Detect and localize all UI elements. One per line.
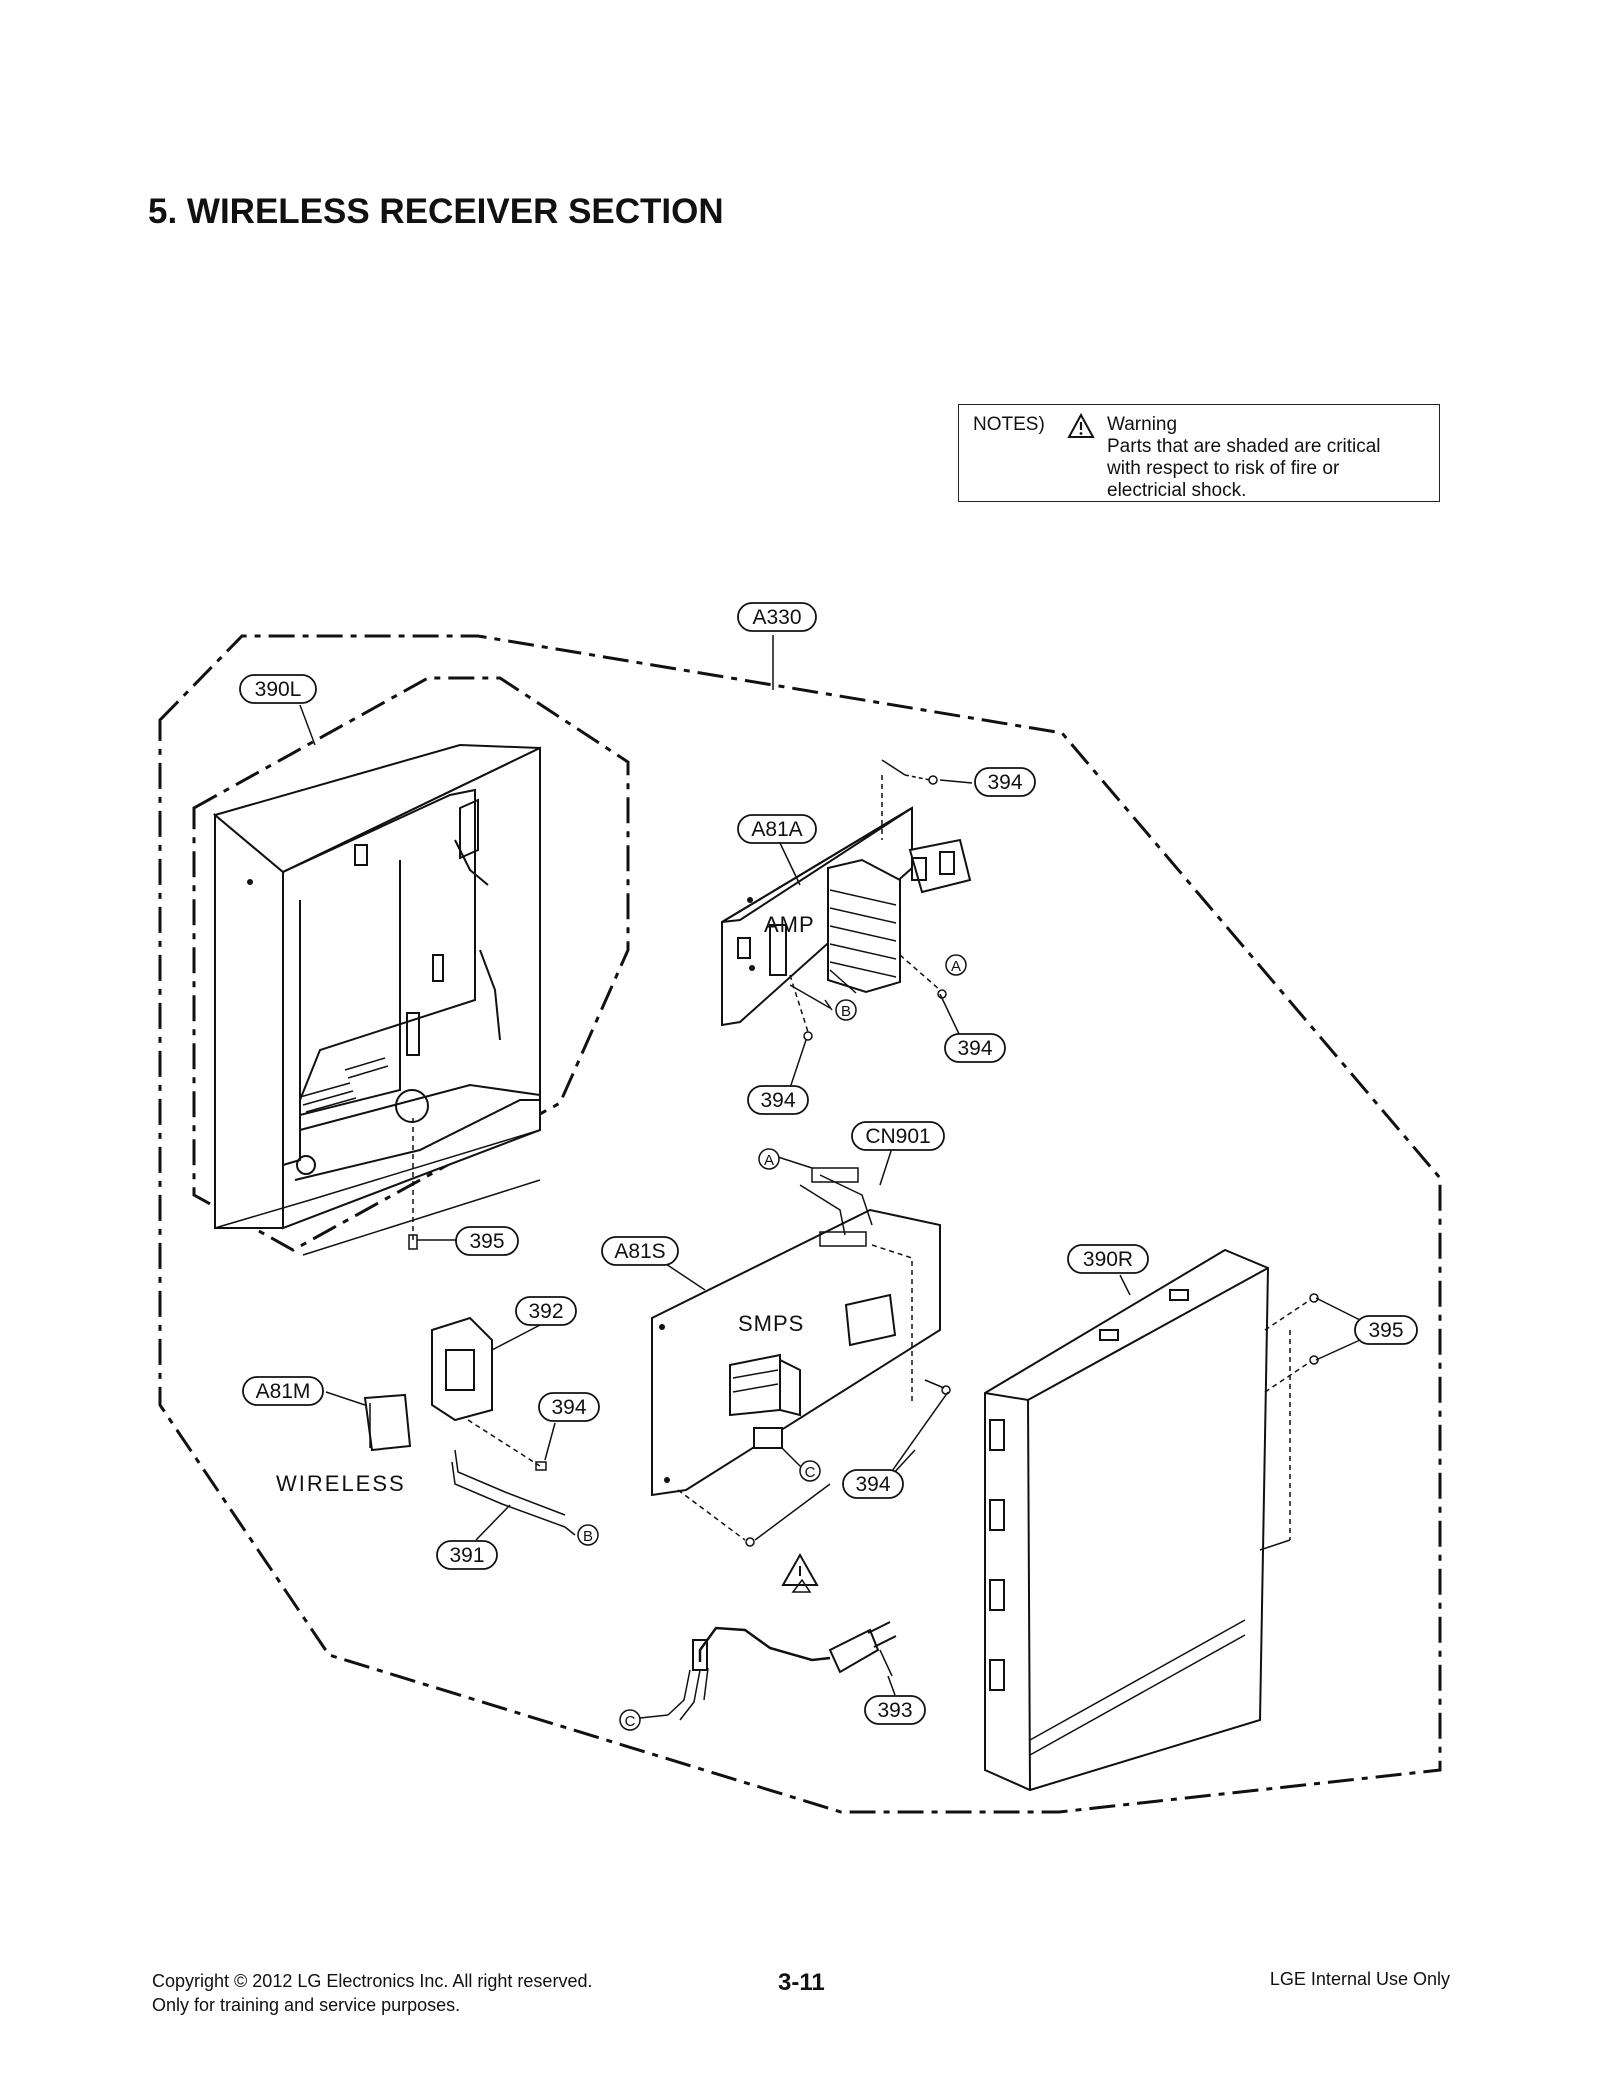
copyright-text: Copyright © 2012 LG Electronics Inc. All…	[152, 1971, 593, 1991]
callout-a81s: A81S	[601, 1236, 679, 1266]
callout-label: 393	[877, 1699, 912, 1722]
callout-395-right: 395	[1354, 1315, 1418, 1345]
wireless-module-drawing	[363, 1316, 566, 1528]
warning-icon	[1067, 413, 1095, 438]
screw-395-left	[408, 1118, 456, 1250]
callout-391: 391	[436, 1540, 498, 1570]
leader-lines	[299, 635, 1361, 1719]
callout-label: 394	[987, 771, 1022, 794]
internal-use-notice: LGE Internal Use Only	[1269, 1969, 1450, 1989]
power-cord-drawing	[667, 1552, 897, 1721]
callout-label: 392	[528, 1300, 563, 1323]
callout-cn901: CN901	[851, 1121, 945, 1151]
callout-label: 390L	[255, 678, 302, 701]
marker-a-amp: A	[945, 954, 967, 976]
assembly-boundary-a330	[158, 634, 1442, 1814]
callout-label: A81M	[256, 1380, 311, 1403]
housing-390l-drawing	[212, 743, 541, 1256]
callout-393: 393	[864, 1695, 926, 1725]
callout-a330: A330	[737, 602, 817, 632]
callout-label: A81S	[614, 1240, 665, 1263]
marker-label: C	[805, 1464, 816, 1481]
callout-label: 395	[469, 1230, 504, 1253]
board-a81a-drawing	[721, 759, 972, 1041]
callout-label: 394	[760, 1089, 795, 1112]
callout-a81a: A81A	[737, 814, 817, 844]
callout-label: A81A	[751, 818, 802, 841]
callout-395-left: 395	[455, 1226, 519, 1256]
assembly-boundary-390l	[192, 676, 630, 1252]
callout-label: 394	[855, 1473, 890, 1496]
board-label-wireless: WIRELESS	[276, 1471, 406, 1496]
callout-394-wireless: 394	[538, 1392, 600, 1422]
board-a81s-drawing	[651, 1167, 951, 1547]
marker-c-smps: C	[799, 1460, 821, 1482]
callout-394-smps: 394	[842, 1469, 904, 1499]
page-title: 5. WIRELESS RECEIVER SECTION	[148, 192, 724, 231]
notes-line: electricial shock.	[1107, 480, 1247, 501]
marker-c-cord: C	[619, 1709, 641, 1731]
callout-label: 395	[1368, 1319, 1403, 1342]
marker-b-amp: B	[835, 999, 857, 1021]
notes-line: Parts that are shaded are critical	[1107, 436, 1381, 457]
callout-390l: 390L	[239, 674, 317, 704]
footer-copyright: Copyright © 2012 LG Electronics Inc. All…	[152, 1969, 592, 2017]
marker-label: C	[625, 1713, 636, 1730]
notes-label: NOTES)	[973, 414, 1045, 435]
callout-a81m: A81M	[242, 1376, 324, 1406]
cover-390r-drawing	[984, 1248, 1319, 1792]
usage-text: Only for training and service purposes.	[152, 1995, 461, 2015]
callout-394-mid: 394	[944, 1033, 1006, 1063]
board-label-amp: AMP	[764, 912, 815, 937]
callout-label: 391	[449, 1544, 484, 1567]
callout-394-amp: 394	[747, 1085, 809, 1115]
marker-a-cn901: A	[758, 1148, 780, 1170]
notes-heading: Warning	[1107, 414, 1178, 435]
callout-label: 390R	[1083, 1248, 1133, 1271]
marker-label: B	[583, 1528, 593, 1545]
callout-label: A330	[752, 606, 801, 629]
page-number: 3-11	[778, 1969, 825, 1996]
callout-390r: 390R	[1067, 1244, 1149, 1274]
marker-b-cable: B	[577, 1524, 599, 1546]
notes-box: NOTES) Warning Parts that are shaded are…	[958, 404, 1440, 502]
callout-392: 392	[515, 1296, 577, 1326]
notes-line: with respect to risk of fire or	[1107, 458, 1340, 479]
callout-label: CN901	[865, 1125, 930, 1148]
notes-text: Warning Parts that are shaded are critic…	[1107, 414, 1381, 502]
callout-label: 394	[957, 1037, 992, 1060]
board-label-smps: SMPS	[738, 1311, 804, 1336]
callout-394-top: 394	[974, 767, 1036, 797]
marker-label: A	[764, 1152, 774, 1169]
callout-label: 394	[551, 1396, 586, 1419]
marker-label: A	[951, 958, 961, 975]
marker-label: B	[841, 1003, 851, 1020]
